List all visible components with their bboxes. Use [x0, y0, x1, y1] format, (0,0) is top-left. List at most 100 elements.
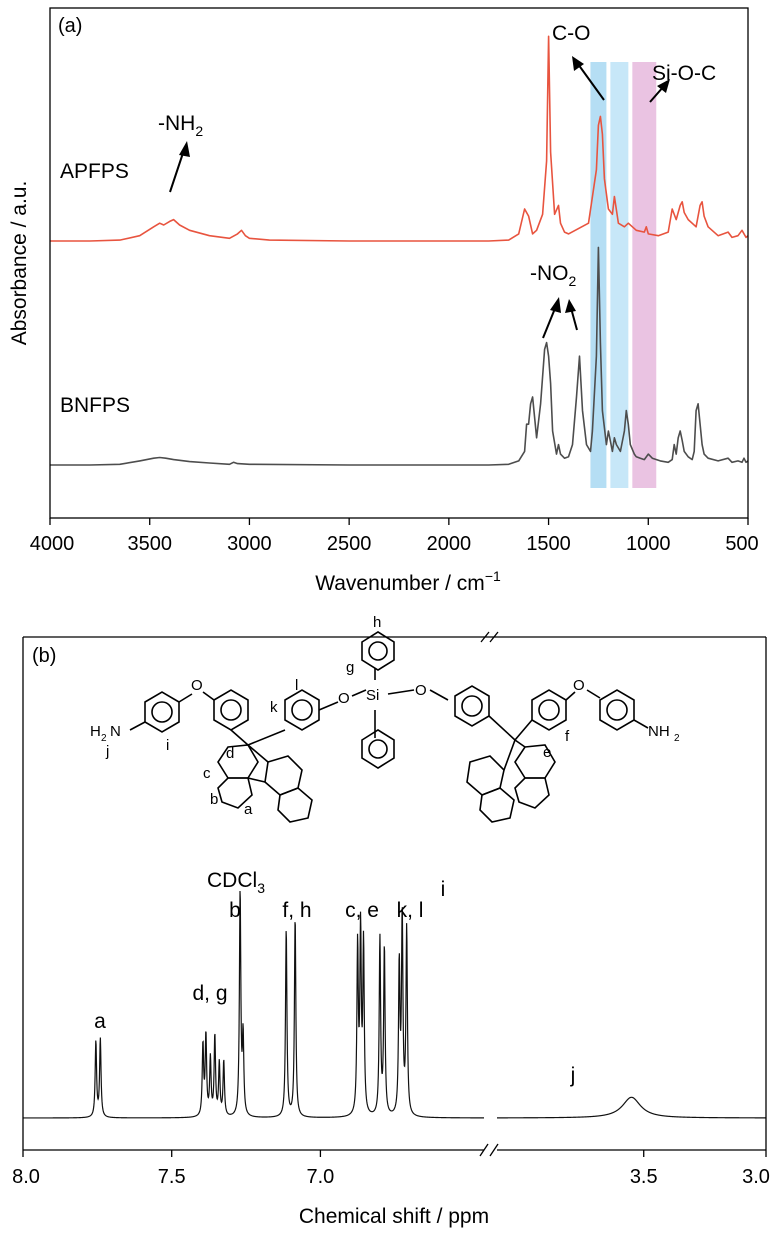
struct-label-o1: O: [191, 677, 203, 694]
struct-label-n: N: [110, 723, 121, 740]
struct-label-c: c: [203, 765, 211, 782]
ring-phenyl-d: [213, 689, 249, 731]
x-tick-label-a-1500: 1500: [526, 533, 571, 555]
peak-label-k-l: k, l: [397, 899, 424, 922]
annotation-no2-sub: 2: [569, 273, 577, 289]
x-tick-label-a-3500: 3500: [127, 533, 172, 555]
struct-label-k: k: [270, 699, 278, 716]
struct-label-d: d: [226, 745, 234, 762]
annotation-no2-text: -NO: [530, 262, 569, 285]
x-axis-label-a-text: Wavenumber / cm: [315, 572, 485, 595]
x-tick-label-b-3.5: 3.5: [630, 1166, 658, 1188]
struct-label-h2: h: [373, 614, 381, 631]
axis-break-top: [480, 631, 499, 643]
peak-label-d-g: d, g: [192, 982, 227, 1005]
x-ticks-b: 8.0 7.5 7.0 3.5 3.0: [12, 1150, 770, 1188]
arrow-c-o-head: [572, 56, 584, 71]
x-tick-label-b-7.5: 7.5: [158, 1166, 186, 1188]
peak-label-b: b: [229, 899, 241, 922]
struct-label-f: f: [565, 728, 570, 745]
panel-label-a: (a): [58, 15, 82, 37]
panel-b: 8.0 7.5 7.0 3.5 3.0 (b) Chemical shift / ppm…: [12, 614, 770, 1228]
ring-phenyl-right-1: [454, 685, 490, 727]
fluorene-left-ring-1: [217, 744, 259, 779]
ring-aniline-left: [144, 691, 180, 733]
nmr-spectrum: [23, 891, 766, 1119]
annotation-nh2: -NH2: [158, 112, 203, 139]
peak-label-cdcl3-text: CDCl: [207, 869, 257, 892]
arrow-no2-left: [542, 305, 557, 339]
shaded-bands: [590, 62, 657, 488]
struct-label-i: i: [166, 737, 169, 754]
annotation-nh2-sub: 2: [195, 123, 203, 139]
y-axis-label: Absorbance / a.u.: [8, 181, 31, 346]
shaded-band-3: [632, 62, 657, 488]
x-tick-label-b-7.0: 7.0: [307, 1166, 335, 1188]
series-label-apfps: APFPS: [60, 160, 129, 183]
struct-label-o3: O: [415, 682, 427, 699]
arrow-c-o: [577, 63, 605, 101]
peak-label-a: a: [94, 1010, 106, 1033]
plot-frame-b: [22, 636, 767, 1151]
struct-label-a: a: [244, 801, 253, 818]
x-tick-label-a-2000: 2000: [427, 533, 472, 555]
fluorene-left-ring-4: [277, 787, 313, 823]
annotation-no2: -NO2: [530, 262, 577, 289]
peak-label-c-e: c, e: [345, 899, 379, 922]
annotation-c-o: C-O: [552, 22, 591, 45]
peak-label-f-h: f, h: [282, 899, 311, 922]
x-axis-label-a: Wavenumber / cm−1: [315, 568, 501, 595]
ring-si-phenyl-bottom: [361, 729, 395, 769]
struct-label-g: g: [346, 659, 354, 676]
peak-label-cdcl3-sub: 3: [257, 880, 265, 896]
arrow-no2-left-head: [550, 297, 561, 313]
struct-label-j: j: [105, 743, 109, 760]
x-tick-label-b-3.0: 3.0: [742, 1166, 770, 1188]
struct-label-b: b: [210, 791, 218, 808]
chemical-structure: [129, 631, 649, 823]
annotation-nh2-text: -NH: [158, 112, 195, 135]
ftir-series: [50, 35, 749, 466]
arrow-nh2-head: [179, 141, 190, 157]
axis-break-bottom: [479, 1143, 499, 1157]
x-tick-label-a-1000: 1000: [626, 533, 671, 555]
x-axis-label-b: Chemical shift / ppm: [299, 1205, 489, 1228]
fluorene-right-ring-2: [479, 787, 515, 823]
struct-label-o2: O: [338, 690, 350, 707]
struct-label-si: Si: [366, 687, 379, 704]
ring-phenyl-k-l: [284, 689, 320, 731]
peak-label-cdcl3: CDCl3: [207, 869, 265, 896]
struct-label-nh: NH: [648, 723, 670, 740]
series-line-bnfps: [50, 246, 749, 466]
series-line-apfps: [50, 35, 749, 242]
peak-label-j: j: [570, 1064, 576, 1087]
panel-label-b: (b): [32, 645, 56, 667]
struct-label-e: e: [543, 744, 551, 761]
x-tick-label-a-3000: 3000: [227, 533, 272, 555]
arrow-nh2: [169, 149, 185, 193]
struct-label-h-sub: 2: [101, 733, 107, 744]
fluorene-right-ring-4: [514, 777, 550, 809]
ring-aniline-right: [599, 689, 635, 731]
struct-label-nh-sub: 2: [674, 733, 680, 744]
nmr-line-aromatic: [23, 891, 484, 1119]
x-axis-label-a-sup: −1: [485, 568, 501, 584]
arrow-no2-right-head: [565, 299, 576, 313]
annotation-si-o-c: Si-O-C: [652, 62, 716, 85]
peak-label-i: i: [441, 878, 446, 901]
x-tick-label-a-4000: 4000: [30, 533, 75, 555]
x-tick-label-b-8.0: 8.0: [12, 1166, 40, 1188]
struct-label-h: H: [90, 723, 101, 740]
plot-frame-a: [49, 7, 749, 519]
shaded-band-2: [610, 62, 629, 488]
x-tick-label-a-2500: 2500: [327, 533, 372, 555]
arrow-si-o-c-head: [657, 79, 670, 93]
nmr-line-amine: [497, 1096, 766, 1119]
structure-labels: H 2 N j i O d c b a k l O g h Si O e f O…: [90, 614, 680, 818]
series-label-bnfps: BNFPS: [60, 394, 130, 417]
struct-label-o4: O: [573, 677, 585, 694]
ring-si-phenyl-top: [361, 631, 395, 671]
